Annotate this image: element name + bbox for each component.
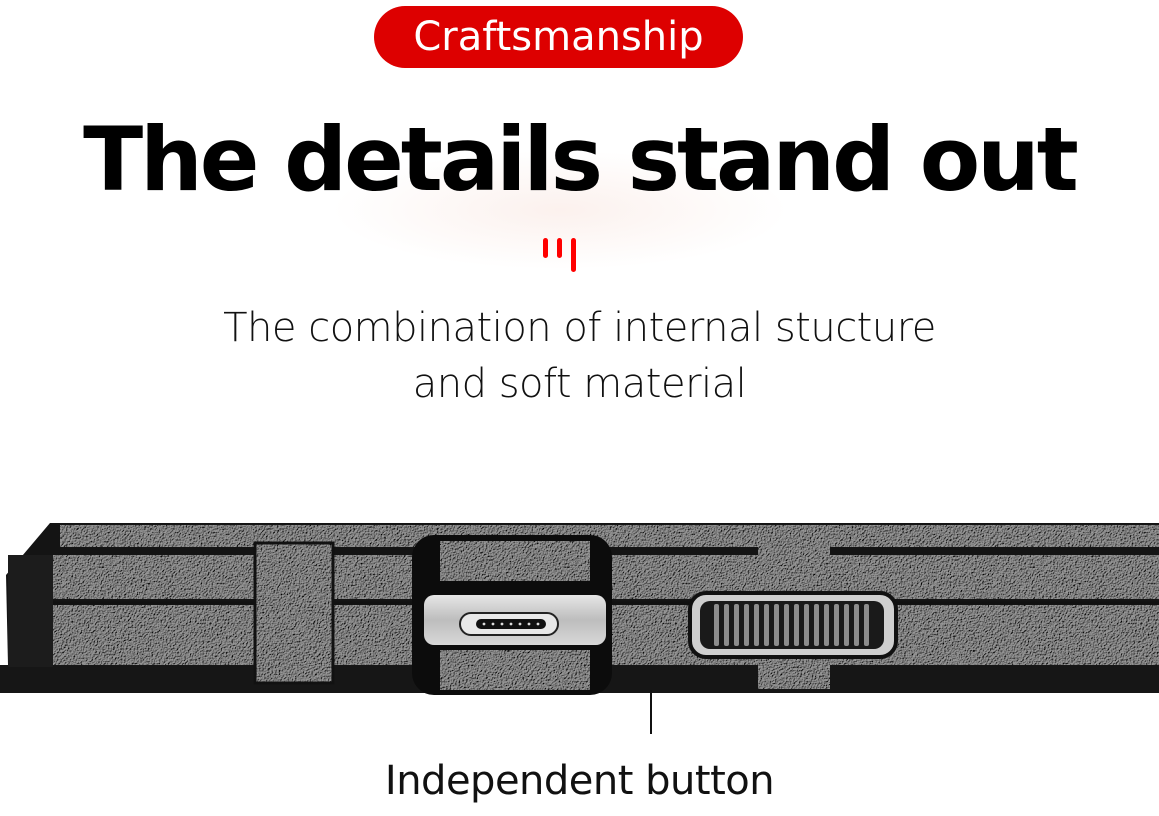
- button-caption: Independent button: [384, 758, 775, 804]
- headline: The details stand out: [83, 108, 1079, 211]
- badge-label: Craftsmanship: [413, 14, 704, 60]
- phone-case-edge-image: [0, 523, 1159, 695]
- subtitle-line-2: and soft material: [412, 361, 747, 407]
- subtitle: The combination of internal stucture and…: [0, 300, 1159, 412]
- subtitle-line-1: The combination of internal stucture: [223, 305, 936, 351]
- callout-leader-line: [650, 690, 652, 734]
- red-bars-icon: [541, 238, 581, 274]
- craftsmanship-badge: Craftsmanship: [374, 6, 743, 68]
